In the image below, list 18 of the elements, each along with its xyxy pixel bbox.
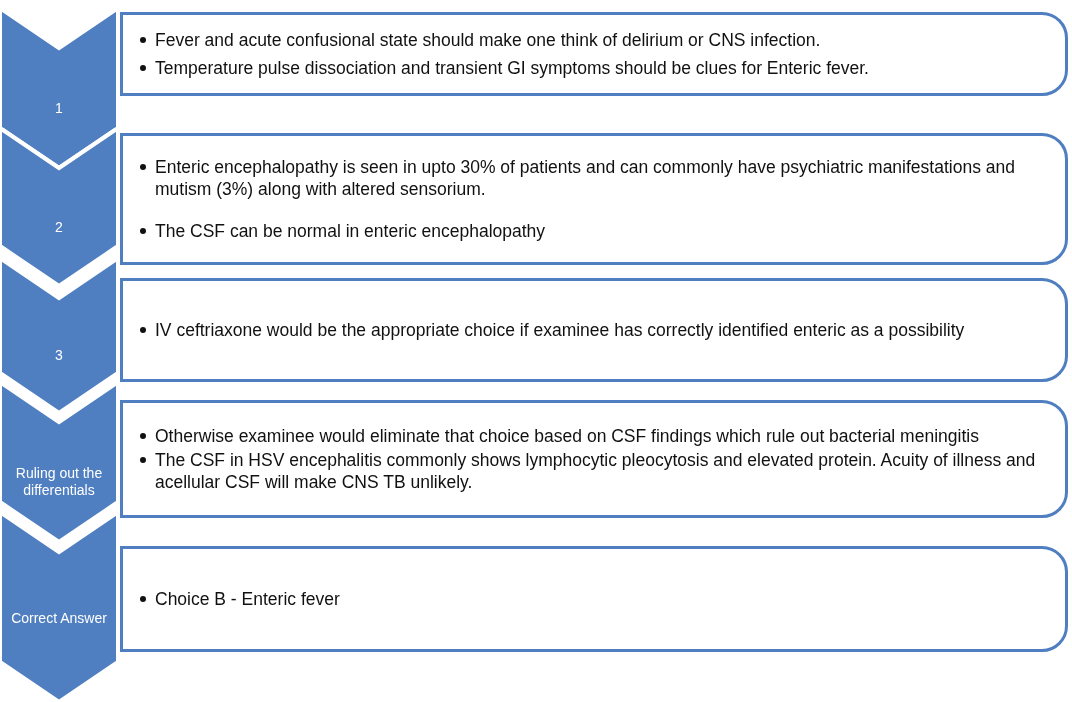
- text-panel: [120, 133, 1068, 265]
- step-label: 2: [54, 218, 64, 236]
- bullet-text: The CSF in HSV encephalitis commonly shows lymphocytic pleocytosis and elevated protein. Acuity of illness and acellular CSF will make CNS TB unlikely.: [155, 450, 1036, 492]
- bullet-text: Enteric encephalopathy is seen in upto 30% of patients and can commonly have psychiatric manifestations and mutism (3%) along with altered sensorium.: [155, 157, 1015, 199]
- bullet-text: The CSF can be normal in enteric encephalopathy: [155, 221, 546, 241]
- step-label: Correct Answer: [10, 610, 108, 627]
- bullet-text: IV ceftriaxone would be the appropriate choice if examinee has correctly identified enteric as a possibility: [155, 320, 965, 340]
- bullet-text: Choice B - Enteric fever: [155, 589, 340, 609]
- bullet-text: Otherwise examinee would eliminate that choice based on CSF findings which rule out bacterial meningitis: [155, 426, 979, 446]
- text-panel: [120, 12, 1068, 96]
- text-panel: [120, 546, 1068, 652]
- bullet-text: Fever and acute confusional state should make one think of delirium or CNS infection.: [155, 30, 821, 50]
- step-label: 1: [54, 99, 64, 117]
- text-panel: [120, 400, 1068, 518]
- step-label: Ruling out the differentials: [14, 465, 104, 499]
- text-panel: [120, 278, 1068, 382]
- bullet-text: Temperature pulse dissociation and transient GI symptoms should be clues for Enteric fever.: [155, 58, 869, 78]
- step-label: 3: [54, 347, 64, 364]
